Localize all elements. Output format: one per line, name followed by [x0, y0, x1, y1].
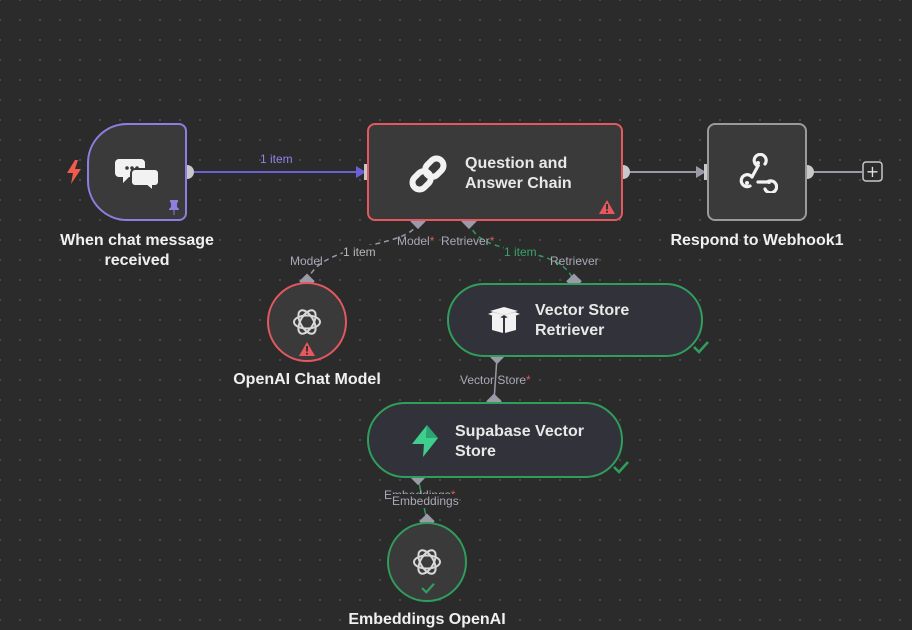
- check-icon: [693, 341, 709, 354]
- node-openai-chat-model[interactable]: [267, 282, 347, 362]
- node-title: Supabase Vector Store: [455, 423, 584, 460]
- warning-icon[interactable]: [598, 199, 616, 215]
- edge-retriever: [468, 221, 575, 283]
- handle-label-retriever: Retriever*: [441, 234, 495, 248]
- node-embeddings-openai[interactable]: [387, 522, 467, 602]
- node-vector-store-retriever[interactable]: Vector Store Retriever: [447, 283, 703, 357]
- chat-bubbles-icon: [115, 159, 160, 191]
- node-supabase-vector-store[interactable]: Supabase Vector Store: [367, 402, 623, 478]
- node-chat-trigger[interactable]: [87, 123, 187, 221]
- node-respond-webhook[interactable]: [707, 123, 807, 221]
- pin-icon: [169, 200, 179, 215]
- webhook-icon: [739, 153, 778, 193]
- edge-item-count: 1 item: [343, 245, 376, 259]
- edge-arrowhead: [356, 166, 366, 178]
- edge-arrowhead: [696, 166, 706, 178]
- box-icon: [488, 307, 520, 333]
- node-label: OpenAI Chat Model: [233, 371, 381, 388]
- warning-icon[interactable]: [298, 341, 316, 357]
- node-label: When chat message received: [60, 232, 214, 269]
- edge-item-count: 1 item: [504, 245, 537, 259]
- handle-label-model: Model*: [397, 234, 435, 248]
- edge-item-count: 1 item: [260, 152, 293, 166]
- node-label: Respond to Webhook1: [670, 232, 844, 249]
- node-title: Vector Store Retriever: [535, 302, 630, 339]
- openai-icon: [293, 309, 321, 335]
- handle-label-model: Model: [290, 254, 323, 268]
- add-node-label: +: [866, 162, 879, 181]
- node-qa-chain[interactable]: Question and Answer Chain: [367, 123, 623, 221]
- link-icon: [409, 155, 447, 193]
- supabase-bolt-icon: [412, 425, 438, 457]
- handle-label-retriever: Retriever: [550, 254, 599, 268]
- handle-label-embeddings: Embeddings: [392, 494, 459, 508]
- openai-icon: [413, 549, 441, 575]
- node-label: Embeddings OpenAI: [348, 611, 506, 628]
- check-icon: [421, 582, 435, 594]
- edge-model: [306, 221, 419, 283]
- handle-label-vector-store: Vector Store*: [460, 373, 531, 387]
- add-node-button[interactable]: [862, 161, 883, 182]
- lightning-icon: [67, 160, 81, 184]
- edge-vector-store: [493, 356, 498, 402]
- check-icon: [613, 461, 629, 474]
- node-title: Question and Answer Chain: [465, 155, 572, 192]
